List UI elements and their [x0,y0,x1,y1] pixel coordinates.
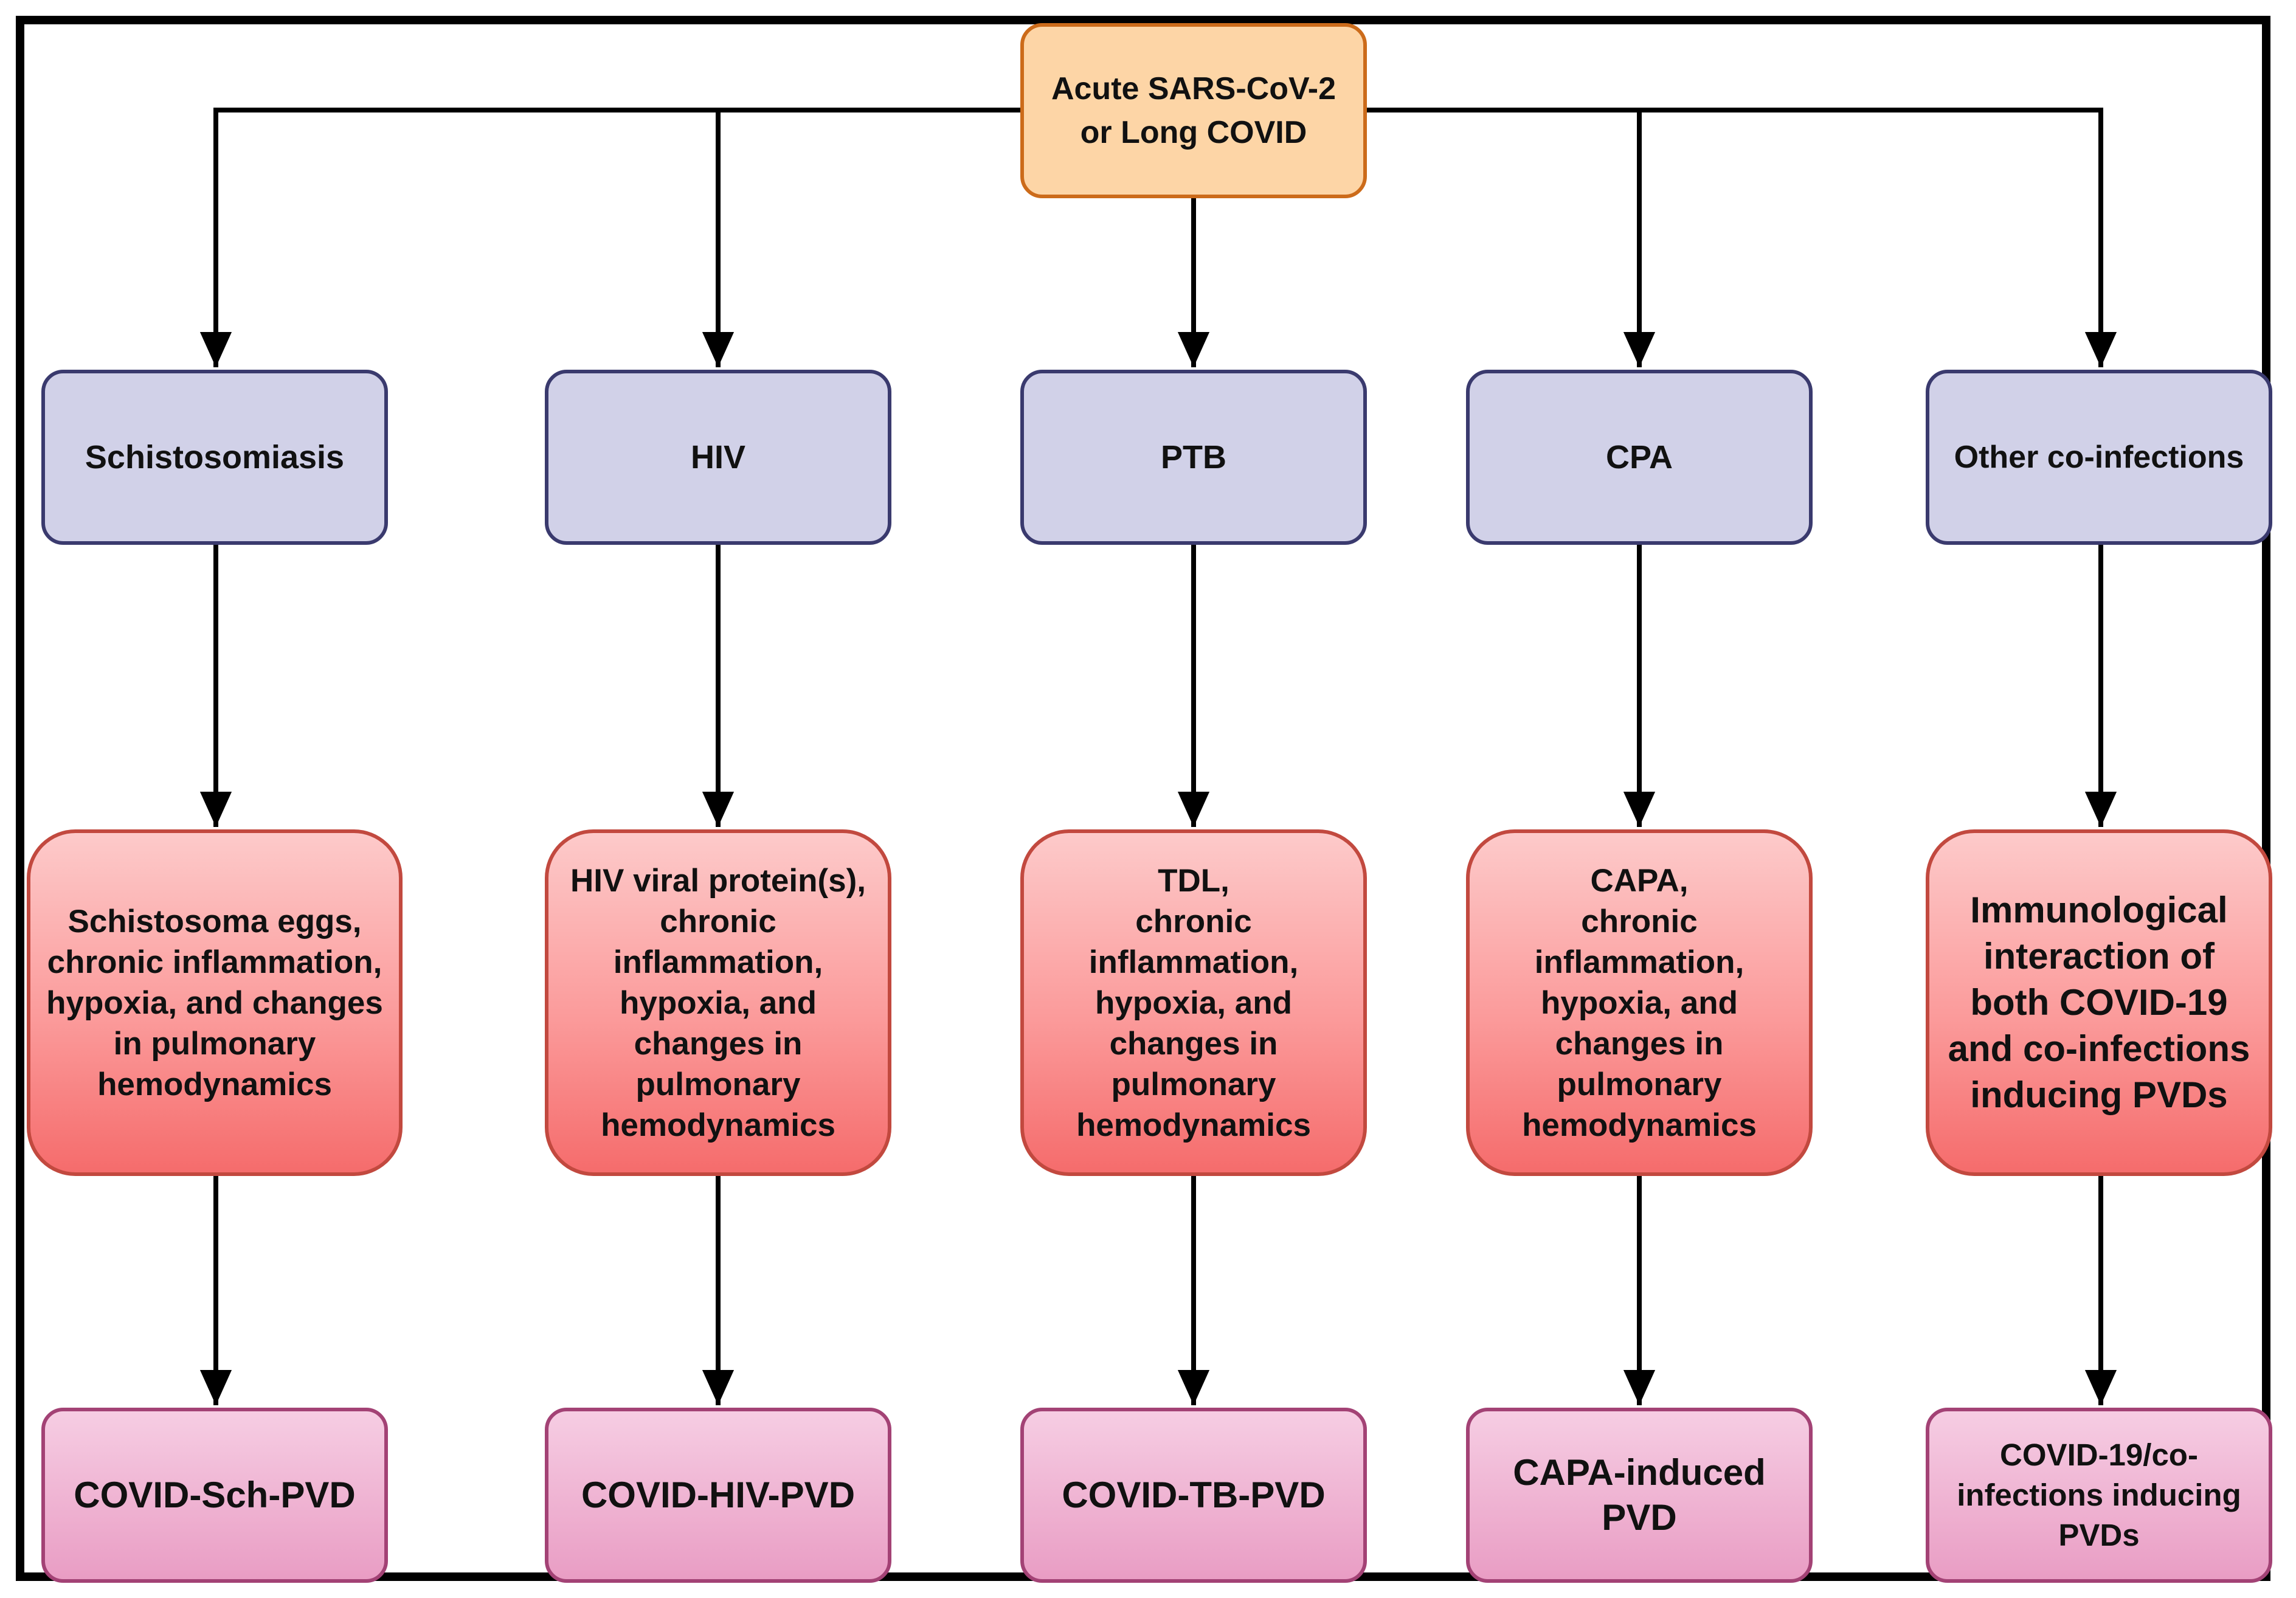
mechanism-node-ptb: TDL, chronic inflammation, hypoxia, and … [1020,829,1367,1176]
root-node-label: Acute SARS-CoV-2 or Long COVID [1051,71,1336,150]
outcome-node-label: COVID-TB-PVD [1062,1475,1326,1515]
mechanism-node-hiv: HIV viral protein(s), chronic inflammati… [545,829,891,1176]
outcome-node-label: COVID-Sch-PVD [74,1475,356,1515]
outcome-node-covid-sch-pvd: COVID-Sch-PVD [41,1408,388,1583]
mechanism-node-label: Schistosoma eggs, chronic inflammation, … [46,903,383,1102]
agent-node-label: CPA [1605,439,1673,476]
mechanism-node-cpa: CAPA, chronic inflammation, hypoxia, and… [1466,829,1813,1176]
agent-node-label: Schistosomiasis [85,439,345,476]
outcome-node-covid-19-co-infections-pvds: COVID-19/co- infections inducing PVDs [1926,1408,2272,1583]
outcome-node-label: COVID-19/co- infections inducing PVDs [1957,1437,2241,1552]
agent-node-other-co-infections: Other co-infections [1926,370,2272,545]
mechanism-node-label: CAPA, chronic inflammation, hypoxia, and… [1522,862,1757,1143]
mechanism-node-schistosomiasis: Schistosoma eggs, chronic inflammation, … [27,829,403,1176]
agent-node-ptb: PTB [1020,370,1367,545]
root-node-acute-sars-cov-2: Acute SARS-CoV-2 or Long COVID [1020,23,1367,198]
agent-node-cpa: CPA [1466,370,1813,545]
agent-node-schistosomiasis: Schistosomiasis [41,370,388,545]
agent-node-hiv: HIV [545,370,891,545]
mechanism-node-label: Immunological interaction of both COVID-… [1948,890,2250,1115]
agent-node-label: Other co-infections [1954,440,2244,475]
outcome-node-label: COVID-HIV-PVD [581,1475,856,1515]
outcome-node-covid-tb-pvd: COVID-TB-PVD [1020,1408,1367,1583]
mechanism-node-other-co-infections: Immunological interaction of both COVID-… [1926,829,2272,1176]
mechanism-node-label: TDL, chronic inflammation, hypoxia, and … [1076,862,1311,1143]
outcome-node-label: CAPA-induced PVD [1513,1452,1766,1538]
outcome-node-capa-induced-pvd: CAPA-induced PVD [1466,1408,1813,1583]
agent-node-label: PTB [1161,439,1226,476]
mechanism-node-label: HIV viral protein(s), chronic inflammati… [570,862,866,1143]
agent-node-label: HIV [690,439,746,476]
outcome-node-covid-hiv-pvd: COVID-HIV-PVD [545,1408,891,1583]
